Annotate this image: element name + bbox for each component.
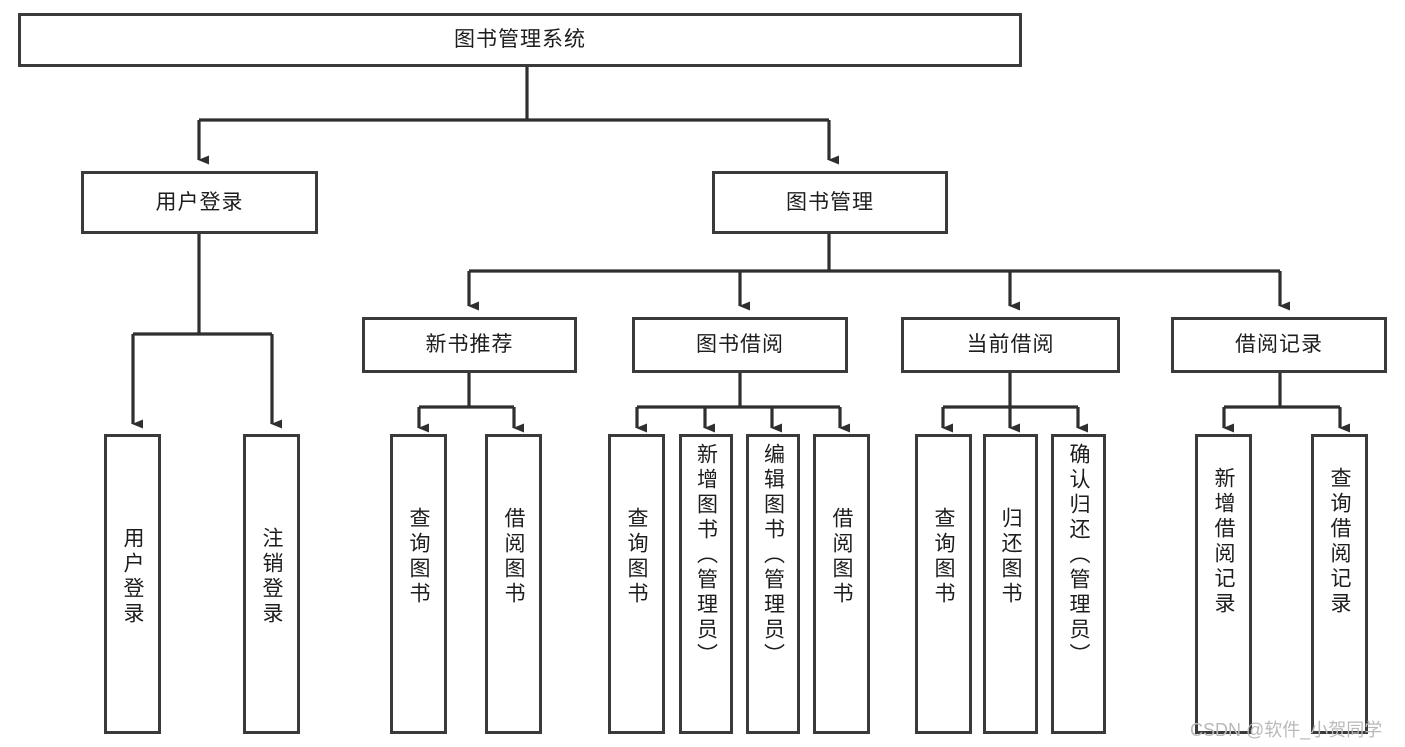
node-leaf-add-record[interactable]: 新增借阅记录 [1195,434,1252,734]
node-leaf-user-logout-label: 注销登录 [260,527,283,627]
node-root[interactable]: 图书管理系统 [18,13,1022,67]
node-leaf-user-logout[interactable]: 注销登录 [243,434,300,734]
node-leaf-user-login-label: 用户登录 [121,527,144,627]
node-leaf-edit-book[interactable]: 编辑图书（管理员） [746,434,800,734]
node-leaf-add-book[interactable]: 新增图书（管理员） [679,434,733,734]
node-leaf-query-record[interactable]: 查询借阅记录 [1311,434,1368,734]
node-leaf-borrow-book-1[interactable]: 借阅图书 [485,434,542,734]
node-leaf-query-book-3[interactable]: 查询图书 [915,434,972,734]
node-borrow-record[interactable]: 借阅记录 [1171,317,1387,373]
node-leaf-add-record-label: 新增借阅记录 [1212,467,1235,617]
node-leaf-edit-book-label: 编辑图书（管理员） [761,443,785,668]
node-leaf-query-book-3-label: 查询图书 [932,507,955,607]
node-leaf-query-book-2-label: 查询图书 [625,507,648,607]
node-leaf-borrow-book-2-label: 借阅图书 [830,507,853,607]
node-leaf-confirm-return[interactable]: 确认归还（管理员） [1051,434,1106,734]
node-current-borrow[interactable]: 当前借阅 [901,317,1120,373]
node-leaf-return-book-label: 归还图书 [999,507,1022,607]
node-leaf-query-book-1-label: 查询图书 [407,507,430,607]
node-leaf-query-book-2[interactable]: 查询图书 [608,434,665,734]
node-current-borrow-label: 当前借阅 [966,333,1055,357]
watermark-text: CSDN @软件_小贺同学 [1190,720,1383,740]
node-leaf-add-book-label: 新增图书（管理员） [694,443,718,668]
node-leaf-confirm-return-label: 确认归还（管理员） [1067,443,1090,668]
node-leaf-query-book-1[interactable]: 查询图书 [390,434,447,734]
node-leaf-query-record-label: 查询借阅记录 [1328,467,1351,617]
node-new-book-recommend-label: 新书推荐 [425,333,514,357]
node-new-book-recommend[interactable]: 新书推荐 [362,317,577,373]
node-leaf-borrow-book-2[interactable]: 借阅图书 [813,434,870,734]
node-book-borrow-label: 图书借阅 [696,333,784,357]
node-user-login-label: 用户登录 [155,190,244,214]
node-root-label: 图书管理系统 [454,28,586,52]
node-leaf-borrow-book-1-label: 借阅图书 [502,507,525,607]
node-book-manage[interactable]: 图书管理 [712,171,948,234]
node-leaf-user-login[interactable]: 用户登录 [104,434,161,734]
node-user-login[interactable]: 用户登录 [81,171,318,234]
node-borrow-record-label: 借阅记录 [1235,333,1323,357]
node-book-borrow[interactable]: 图书借阅 [632,317,848,373]
node-book-manage-label: 图书管理 [786,190,874,214]
node-leaf-return-book[interactable]: 归还图书 [983,434,1038,734]
